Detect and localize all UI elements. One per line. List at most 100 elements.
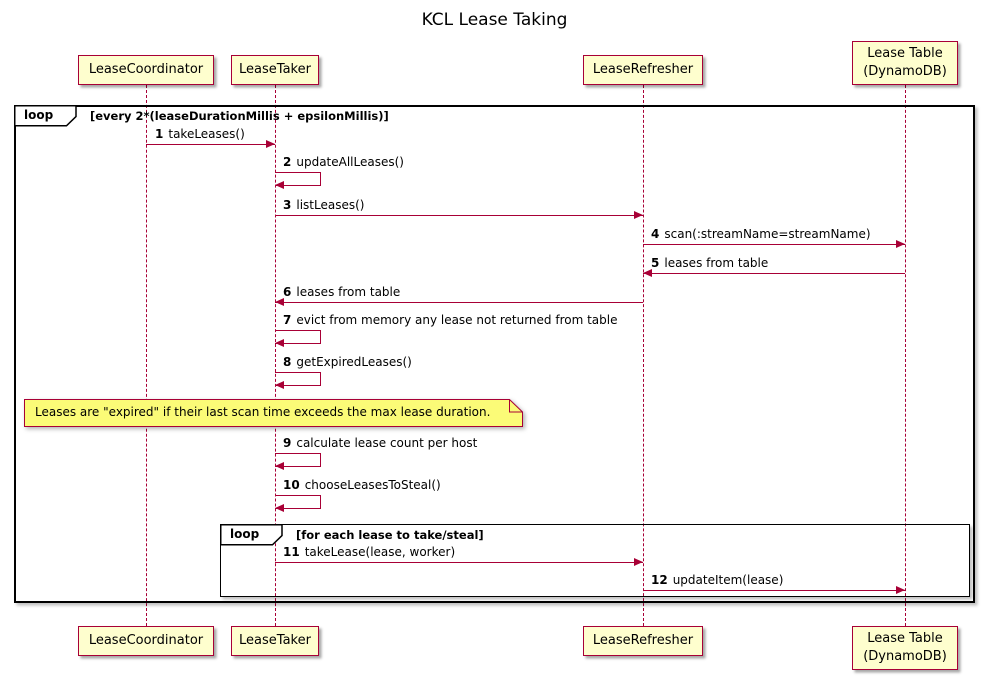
- loop-frame-outer: [14, 105, 975, 603]
- message-number: 7: [283, 313, 292, 327]
- message-text: evict from memory any lease not returned…: [296, 313, 618, 327]
- line-segment: [275, 495, 320, 496]
- message-text: listLeases(): [296, 198, 365, 212]
- note-shape: [24, 399, 523, 427]
- message-arrow-10: [275, 495, 322, 512]
- arrowhead-icon: [275, 504, 284, 512]
- line-segment: [275, 385, 320, 386]
- message-number: 3: [283, 198, 292, 212]
- message-arrow-1: [146, 140, 275, 148]
- message-label-12: 12 updateItem(lease): [651, 573, 783, 587]
- lifeline-lease-table: [905, 85, 906, 626]
- arrowhead-icon: [896, 240, 905, 248]
- message-number: 2: [283, 155, 292, 169]
- arrowhead-icon: [643, 269, 652, 277]
- message-arrow-7: [275, 330, 322, 347]
- message-label-1: 1 takeLeases(): [155, 127, 245, 141]
- line-segment: [275, 330, 320, 331]
- message-text: updateItem(lease): [672, 573, 784, 587]
- message-arrow-6: [275, 298, 643, 306]
- participant-lease-taker-bottom: LeaseTaker: [231, 626, 319, 656]
- message-number: 12: [651, 573, 668, 587]
- message-arrow-12: [643, 586, 905, 594]
- message-text: chooseLeasesToSteal(): [304, 478, 441, 492]
- line-segment: [275, 343, 320, 344]
- line-segment: [320, 172, 321, 186]
- message-number: 4: [651, 227, 660, 241]
- message-label-5: 5 leases from table: [651, 256, 768, 270]
- message-arrow-8: [275, 372, 322, 389]
- arrowhead-icon: [275, 298, 284, 306]
- arrowhead-icon: [275, 381, 284, 389]
- message-text: takeLease(lease, worker): [304, 545, 456, 559]
- arrowhead-icon: [266, 140, 275, 148]
- note-expired-leases: Leases are "expired" if their last scan …: [24, 399, 523, 427]
- arrowhead-icon: [634, 558, 643, 566]
- message-number: 10: [283, 478, 300, 492]
- participant-lease-coordinator-top: LeaseCoordinator: [78, 55, 214, 85]
- message-text: updateAllLeases(): [296, 155, 404, 169]
- arrowhead-icon: [275, 462, 284, 470]
- line-segment: [275, 508, 320, 509]
- message-text: getExpiredLeases(): [296, 355, 412, 369]
- arrowhead-icon: [275, 181, 284, 189]
- message-number: 6: [283, 285, 292, 299]
- loop-tab-shape: [14, 105, 77, 127]
- message-arrow-2: [275, 172, 322, 189]
- message-text: scan(:streamName=streamName): [664, 227, 871, 241]
- message-number: 8: [283, 355, 292, 369]
- loop-tab-inner: loop: [220, 524, 284, 546]
- message-text: leases from table: [296, 285, 401, 299]
- line-segment: [275, 453, 320, 454]
- lifeline-lease-coordinator: [146, 85, 147, 626]
- loop-condition-outer: [every 2*(leaseDurationMillis + epsilonM…: [90, 109, 389, 123]
- diagram-title: KCL Lease Taking: [421, 10, 568, 30]
- note-text: Leases are "expired" if their last scan …: [35, 405, 491, 419]
- participant-lease-refresher-top: LeaseRefresher: [583, 55, 703, 85]
- arrowhead-icon: [275, 339, 284, 347]
- loop-tab-outer: loop: [14, 105, 78, 127]
- line-segment: [275, 372, 320, 373]
- participant-lease-refresher-bottom: LeaseRefresher: [583, 626, 703, 656]
- message-arrow-3: [275, 211, 643, 219]
- message-number: 5: [651, 256, 660, 270]
- message-label-11: 11 takeLease(lease, worker): [283, 545, 455, 559]
- loop-keyword: loop: [230, 527, 260, 541]
- message-arrow-9: [275, 453, 322, 470]
- lifeline-lease-refresher: [643, 85, 644, 626]
- loop-condition-inner: [for each lease to take/steal]: [296, 528, 484, 542]
- message-label-8: 8 getExpiredLeases(): [283, 355, 412, 369]
- message-number: 9: [283, 436, 292, 450]
- message-arrow-5: [643, 269, 905, 277]
- participant-lease-table-bottom: Lease Table (DynamoDB): [852, 626, 958, 670]
- line-segment: [320, 495, 321, 509]
- loop-frame-inner: [220, 524, 970, 597]
- message-label-3: 3 listLeases(): [283, 198, 364, 212]
- message-text: takeLeases(): [168, 127, 245, 141]
- message-label-2: 2 updateAllLeases(): [283, 155, 404, 169]
- arrowhead-icon: [634, 211, 643, 219]
- lifeline-lease-taker: [275, 85, 276, 626]
- participant-lease-table-top: Lease Table (DynamoDB): [852, 41, 958, 85]
- message-label-10: 10 chooseLeasesToSteal(): [283, 478, 441, 492]
- line-segment: [275, 466, 320, 467]
- arrowhead-icon: [896, 586, 905, 594]
- loop-keyword: loop: [24, 108, 54, 122]
- participant-lease-taker-top: LeaseTaker: [231, 55, 319, 85]
- line-segment: [275, 185, 320, 186]
- message-text: leases from table: [664, 256, 769, 270]
- line-segment: [275, 172, 320, 173]
- message-number: 11: [283, 545, 300, 559]
- line-segment: [320, 330, 321, 344]
- message-label-4: 4 scan(:streamName=streamName): [651, 227, 871, 241]
- message-label-6: 6 leases from table: [283, 285, 400, 299]
- message-label-7: 7 evict from memory any lease not returne…: [283, 313, 618, 327]
- message-number: 1: [155, 127, 164, 141]
- message-arrow-4: [643, 240, 905, 248]
- participant-lease-coordinator-bottom: LeaseCoordinator: [78, 626, 214, 656]
- loop-tab-shape: [220, 524, 283, 546]
- line-segment: [320, 372, 321, 386]
- line-segment: [320, 453, 321, 467]
